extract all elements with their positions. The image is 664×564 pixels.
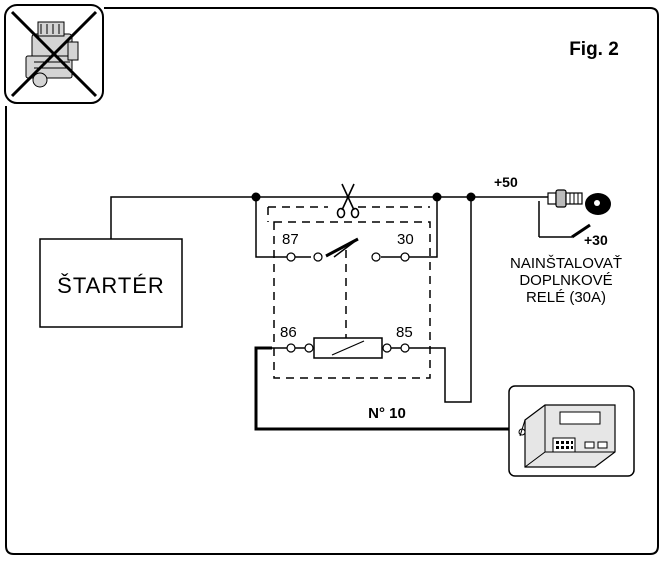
relay-switch-contact xyxy=(325,237,359,258)
control-module-icon xyxy=(508,385,635,477)
pin-86-label: 86 xyxy=(280,324,297,341)
relay-housing xyxy=(267,206,431,379)
plus50-label: +50 xyxy=(494,174,518,190)
starter-label: ŠTARTÉR xyxy=(57,273,165,298)
note-line-3: RELÉ (30A) xyxy=(526,289,606,306)
scissors-icon xyxy=(336,183,360,219)
pin-87-label: 87 xyxy=(282,231,299,248)
outer-frame xyxy=(5,7,659,555)
pin-85-label: 85 xyxy=(396,324,413,341)
plus30-label: +30 xyxy=(584,232,608,248)
relay-terminals xyxy=(286,252,410,353)
ignition-key-icon xyxy=(547,189,611,239)
wiring-lines xyxy=(110,196,572,403)
note-line-2: DOPLNKOVÉ xyxy=(519,272,612,289)
figure-label: Fig. 2 xyxy=(569,39,619,60)
pin-30-label: 30 xyxy=(397,231,414,248)
note-line-1: NAINŠTALOVAŤ xyxy=(510,255,622,272)
wire-label: N° 10 xyxy=(368,405,406,422)
crossed-out-engine-icon xyxy=(4,4,104,104)
wire-n10 xyxy=(254,346,512,431)
junction-dots xyxy=(251,192,476,202)
